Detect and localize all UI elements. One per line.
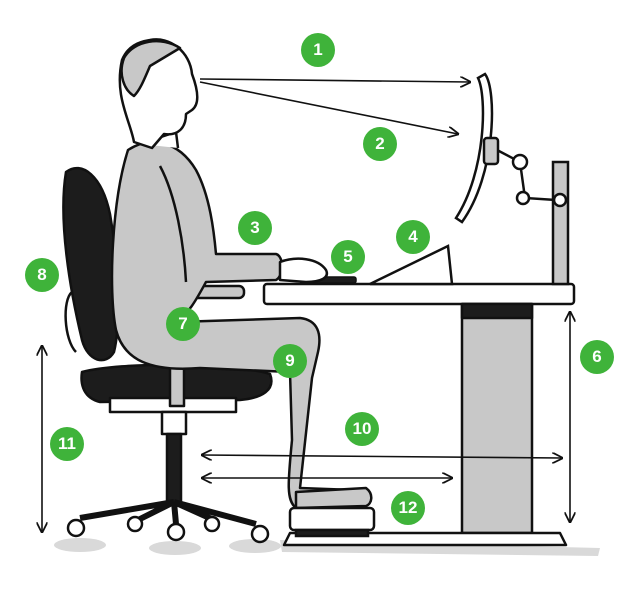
legroom-depth-arrow: [202, 455, 562, 458]
desk: [262, 282, 576, 547]
marker-3: 3: [238, 211, 272, 245]
marker-7: 7: [166, 307, 200, 341]
marker-1: 1: [301, 33, 335, 67]
eye-to-monitor-center-arrow: [199, 81, 458, 134]
footrest: [288, 506, 376, 538]
monitor: [454, 72, 500, 224]
marker-11: 11: [50, 427, 84, 461]
marker-4: 4: [396, 220, 430, 254]
monitor-arm: [496, 148, 570, 286]
marker-12: 12: [391, 491, 425, 525]
eye-to-monitor-top-arrow: [199, 79, 470, 82]
marker-2: 2: [363, 127, 397, 161]
marker-9: 9: [273, 344, 307, 378]
marker-5: 5: [331, 240, 365, 274]
marker-8: 8: [25, 258, 59, 292]
marker-6: 6: [580, 340, 614, 374]
laptop: [369, 244, 454, 286]
measurement-arrows: [42, 79, 570, 532]
marker-10: 10: [345, 412, 379, 446]
seated-person: [110, 38, 373, 510]
